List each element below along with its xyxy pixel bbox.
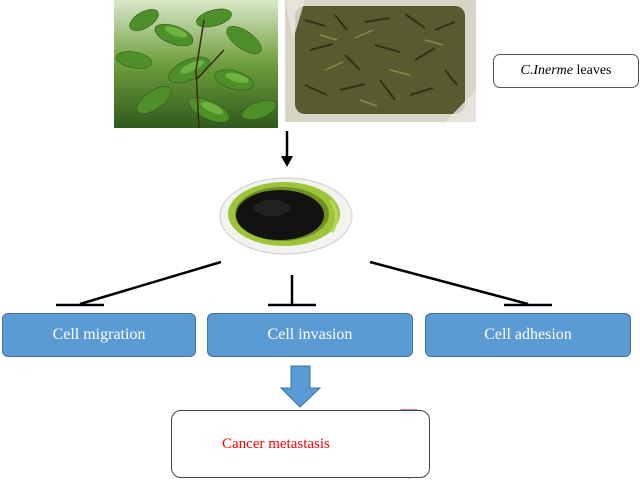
dried-leaves-photo (285, 0, 476, 122)
cell-migration-label: Cell migration (52, 326, 146, 343)
extract-dish-photo (218, 176, 358, 256)
extract-arrow (281, 131, 293, 167)
down-block-arrow (279, 365, 322, 408)
species-suffix: leaves (573, 63, 612, 78)
inhibit-connector-adhesion (369, 260, 552, 307)
inhibit-connector-invasion (268, 275, 316, 307)
cell-invasion-label: Cell invasion (267, 326, 353, 343)
cell-invasion-box: Cell invasion (207, 313, 413, 357)
cell-adhesion-label: Cell adhesion (484, 326, 572, 343)
species-label-box: C.Inerme leaves (493, 54, 639, 88)
cell-migration-box: Cell migration (2, 313, 196, 357)
cancer-metastasis-box: Cancer metastasis (171, 410, 430, 478)
fresh-leaves-photo (114, 0, 278, 128)
cell-adhesion-box: Cell adhesion (425, 313, 631, 357)
inhibit-connector-migration (56, 260, 222, 307)
cancer-metastasis-label: Cancer metastasis (222, 436, 330, 452)
species-name: C.Inerme (520, 63, 574, 78)
